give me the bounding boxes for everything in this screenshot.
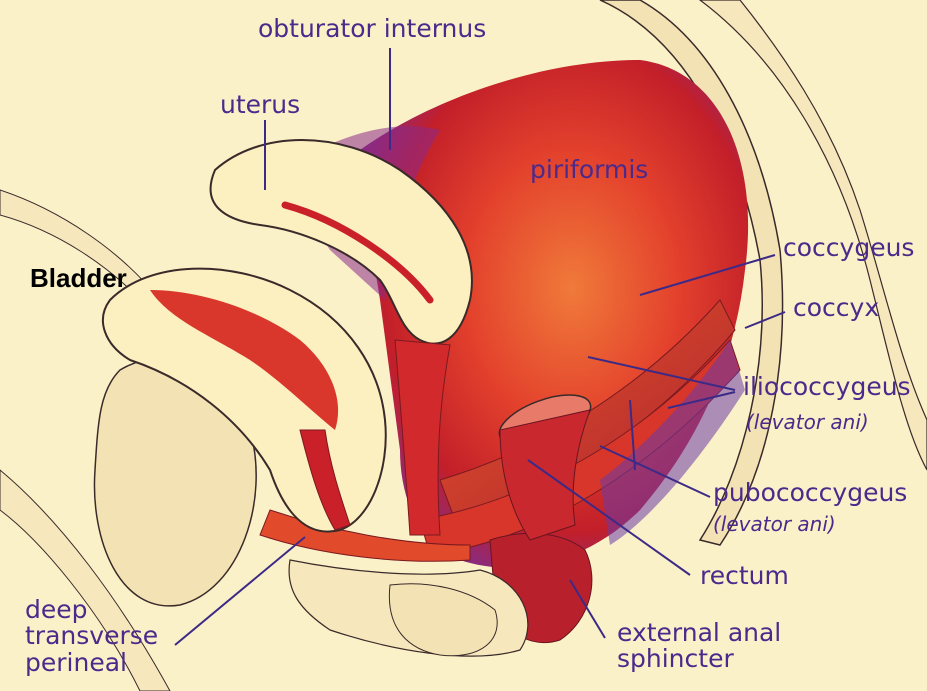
label-iliococcygeus: iliococcygeus (743, 374, 911, 400)
label-coccygeus: coccygeus (783, 235, 914, 261)
label-bladder: Bladder (30, 265, 127, 292)
label-pubococcygeus-sub: (levator ani) (713, 514, 836, 535)
label-deep-transverse-perineal-line1: deep (25, 597, 158, 623)
label-obturator-internus: obturator internus (258, 16, 486, 42)
label-deep-transverse-perineal: deep transverse perineal (25, 597, 158, 676)
label-pubococcygeus: pubococcygeus (713, 480, 907, 506)
label-external-anal-sphincter-line2: sphincter (617, 646, 781, 672)
label-deep-transverse-perineal-line2: transverse (25, 623, 158, 649)
label-deep-transverse-perineal-line3: perineal (25, 650, 158, 676)
label-external-anal-sphincter: external anal sphincter (617, 620, 781, 673)
label-uterus: uterus (220, 92, 300, 118)
label-rectum: rectum (700, 563, 789, 589)
label-coccyx: coccyx (793, 295, 879, 321)
label-piriformis: piriformis (530, 157, 648, 183)
label-external-anal-sphincter-line1: external anal (617, 620, 781, 646)
label-iliococcygeus-sub: (levator ani) (746, 412, 869, 433)
